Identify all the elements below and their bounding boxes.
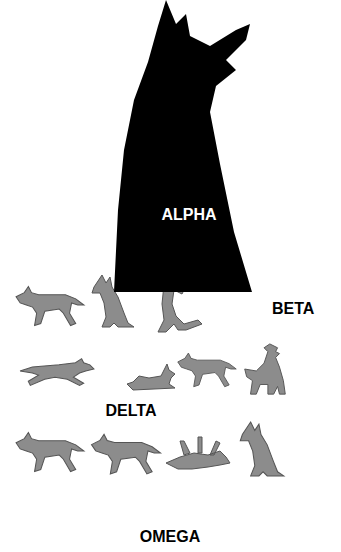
rank-label: DELTA [106,402,157,420]
alpha-wolf-silhouette: ALPHA [114,0,252,292]
rank-label: ALPHA [161,206,216,224]
rank-label: OMEGA [140,528,200,546]
wolf-head-shape [114,0,252,292]
rank-label: BETA [272,300,314,318]
